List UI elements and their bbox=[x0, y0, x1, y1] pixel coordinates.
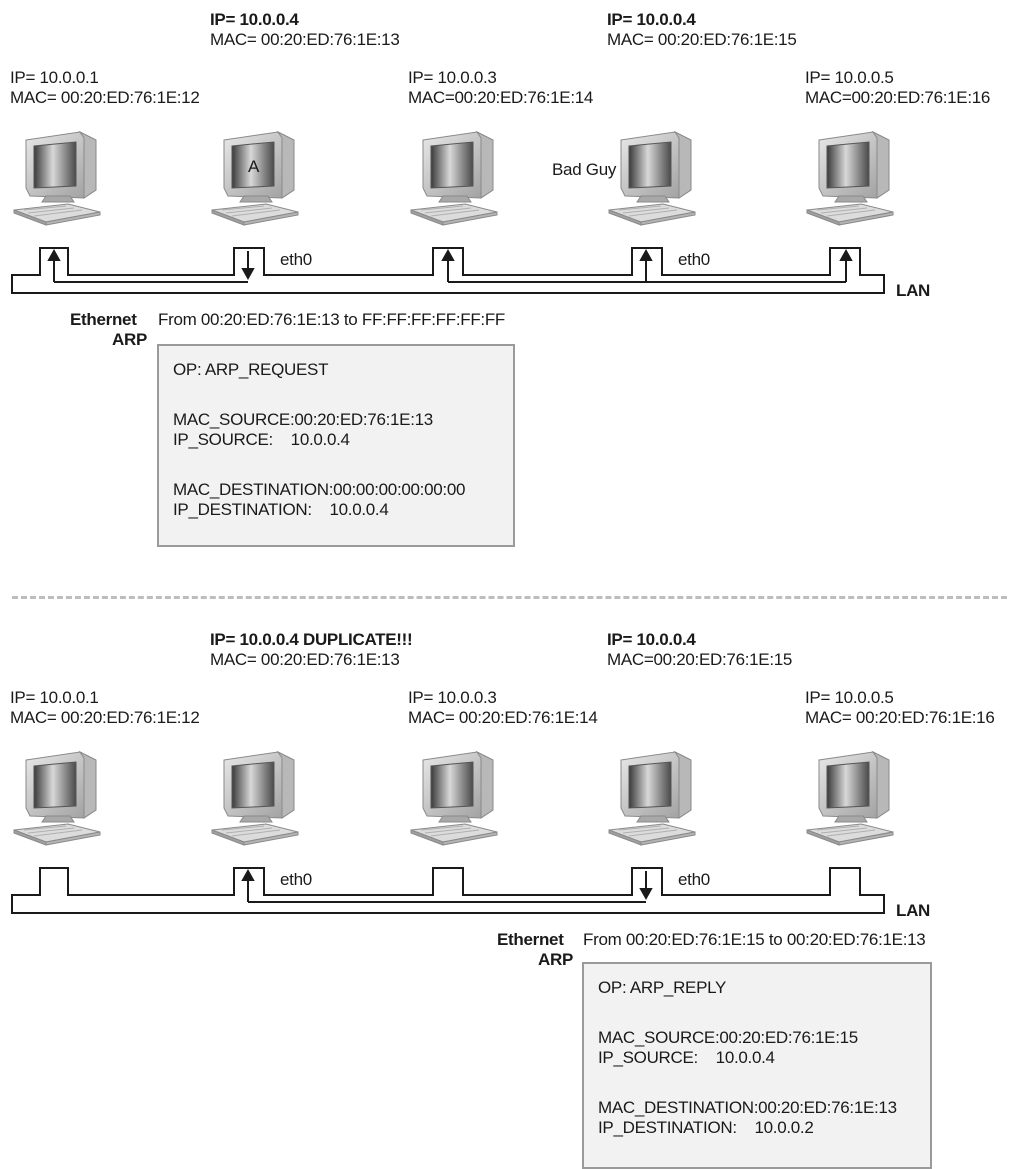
host-ip: IP= 10.0.0.1 bbox=[10, 68, 99, 88]
packet-ip-source: IP_SOURCE: 10.0.0.4 bbox=[173, 430, 350, 450]
host-ip: IP= 10.0.0.4 DUPLICATE!!! bbox=[210, 630, 412, 650]
host-mac: MAC= 00:20:ED:76:1E:13 bbox=[210, 650, 400, 670]
eth0-label: eth0 bbox=[678, 870, 710, 890]
packet-ip-source: IP_SOURCE: 10.0.0.4 bbox=[598, 1048, 775, 1068]
desktop-computer-icon bbox=[603, 126, 703, 226]
host-mac: MAC= 00:20:ED:76:1E:12 bbox=[10, 708, 200, 728]
host-ip: IP= 10.0.0.4 bbox=[607, 10, 696, 30]
host-ip: IP= 10.0.0.5 bbox=[805, 68, 894, 88]
packet-mac-source: MAC_SOURCE:00:20:ED:76:1E:15 bbox=[598, 1028, 858, 1048]
packet-mac-destination: MAC_DESTINATION:00:00:00:00:00:00 bbox=[173, 480, 465, 500]
screen-label: A bbox=[248, 157, 259, 177]
ethernet-label: Ethernet bbox=[497, 930, 564, 950]
arp-reply-panel: IP= 10.0.0.1 MAC= 00:20:ED:76:1E:12 IP= … bbox=[0, 610, 1015, 1169]
packet-ip-destination: IP_DESTINATION: 10.0.0.4 bbox=[173, 500, 389, 520]
arp-request-packet: OP: ARP_REQUEST MAC_SOURCE:00:20:ED:76:1… bbox=[157, 344, 515, 547]
host-mac: MAC= 00:20:ED:76:1E:12 bbox=[10, 88, 200, 108]
desktop-computer-icon bbox=[206, 746, 306, 846]
desktop-computer-icon bbox=[801, 746, 901, 846]
host-mac: MAC=00:20:ED:76:1E:14 bbox=[408, 88, 593, 108]
down-arrow-icon bbox=[243, 269, 253, 278]
eth0-label: eth0 bbox=[678, 250, 710, 270]
host-ip: IP= 10.0.0.5 bbox=[805, 688, 894, 708]
host-ip: IP= 10.0.0.3 bbox=[408, 68, 497, 88]
arp-reply-packet: OP: ARP_REPLY MAC_SOURCE:00:20:ED:76:1E:… bbox=[582, 962, 932, 1169]
packet-ip-destination: IP_DESTINATION: 10.0.0.2 bbox=[598, 1118, 814, 1138]
host-ip: IP= 10.0.0.1 bbox=[10, 688, 99, 708]
host-mac: MAC=00:20:ED:76:1E:16 bbox=[805, 88, 990, 108]
up-arrow-icon bbox=[243, 871, 253, 880]
up-arrow-icon bbox=[443, 251, 453, 260]
lan-label: LAN bbox=[896, 901, 930, 921]
frame-addresses: From 00:20:ED:76:1E:15 to 00:20:ED:76:1E… bbox=[583, 930, 925, 950]
eth0-label: eth0 bbox=[280, 870, 312, 890]
desktop-computer-icon bbox=[8, 126, 108, 226]
ethernet-label: Ethernet bbox=[70, 310, 137, 330]
arp-label: ARP bbox=[538, 950, 573, 970]
packet-mac-destination: MAC_DESTINATION:00:20:ED:76:1E:13 bbox=[598, 1098, 897, 1118]
desktop-computer-icon bbox=[405, 746, 505, 846]
packet-mac-source: MAC_SOURCE:00:20:ED:76:1E:13 bbox=[173, 410, 433, 430]
host-mac: MAC= 00:20:ED:76:1E:16 bbox=[805, 708, 995, 728]
desktop-computer-icon bbox=[405, 126, 505, 226]
up-arrow-icon bbox=[841, 251, 851, 260]
lan-bus bbox=[0, 860, 1015, 920]
down-arrow-icon bbox=[641, 889, 651, 898]
bad-guy-label: Bad Guy bbox=[552, 160, 616, 180]
desktop-computer-icon bbox=[603, 746, 703, 846]
packet-op: OP: ARP_REQUEST bbox=[173, 360, 328, 380]
desktop-computer-icon bbox=[801, 126, 901, 226]
desktop-computer-icon bbox=[8, 746, 108, 846]
up-arrow-icon bbox=[49, 251, 59, 260]
host-mac: MAC=00:20:ED:76:1E:15 bbox=[607, 650, 792, 670]
up-arrow-icon bbox=[641, 251, 651, 260]
host-ip: IP= 10.0.0.4 bbox=[607, 630, 696, 650]
host-mac: MAC= 00:20:ED:76:1E:13 bbox=[210, 30, 400, 50]
lan-bus bbox=[0, 240, 1015, 300]
lan-label: LAN bbox=[896, 281, 930, 301]
host-ip: IP= 10.0.0.3 bbox=[408, 688, 497, 708]
packet-op: OP: ARP_REPLY bbox=[598, 978, 726, 998]
eth0-label: eth0 bbox=[280, 250, 312, 270]
host-mac: MAC= 00:20:ED:76:1E:14 bbox=[408, 708, 598, 728]
host-ip: IP= 10.0.0.4 bbox=[210, 10, 299, 30]
arp-label: ARP bbox=[112, 330, 147, 350]
host-mac: MAC= 00:20:ED:76:1E:15 bbox=[607, 30, 797, 50]
arp-request-panel: IP= 10.0.0.1 MAC= 00:20:ED:76:1E:12 IP= … bbox=[0, 0, 1015, 560]
frame-addresses: From 00:20:ED:76:1E:13 to FF:FF:FF:FF:FF… bbox=[158, 310, 505, 330]
panel-divider bbox=[12, 596, 1007, 599]
